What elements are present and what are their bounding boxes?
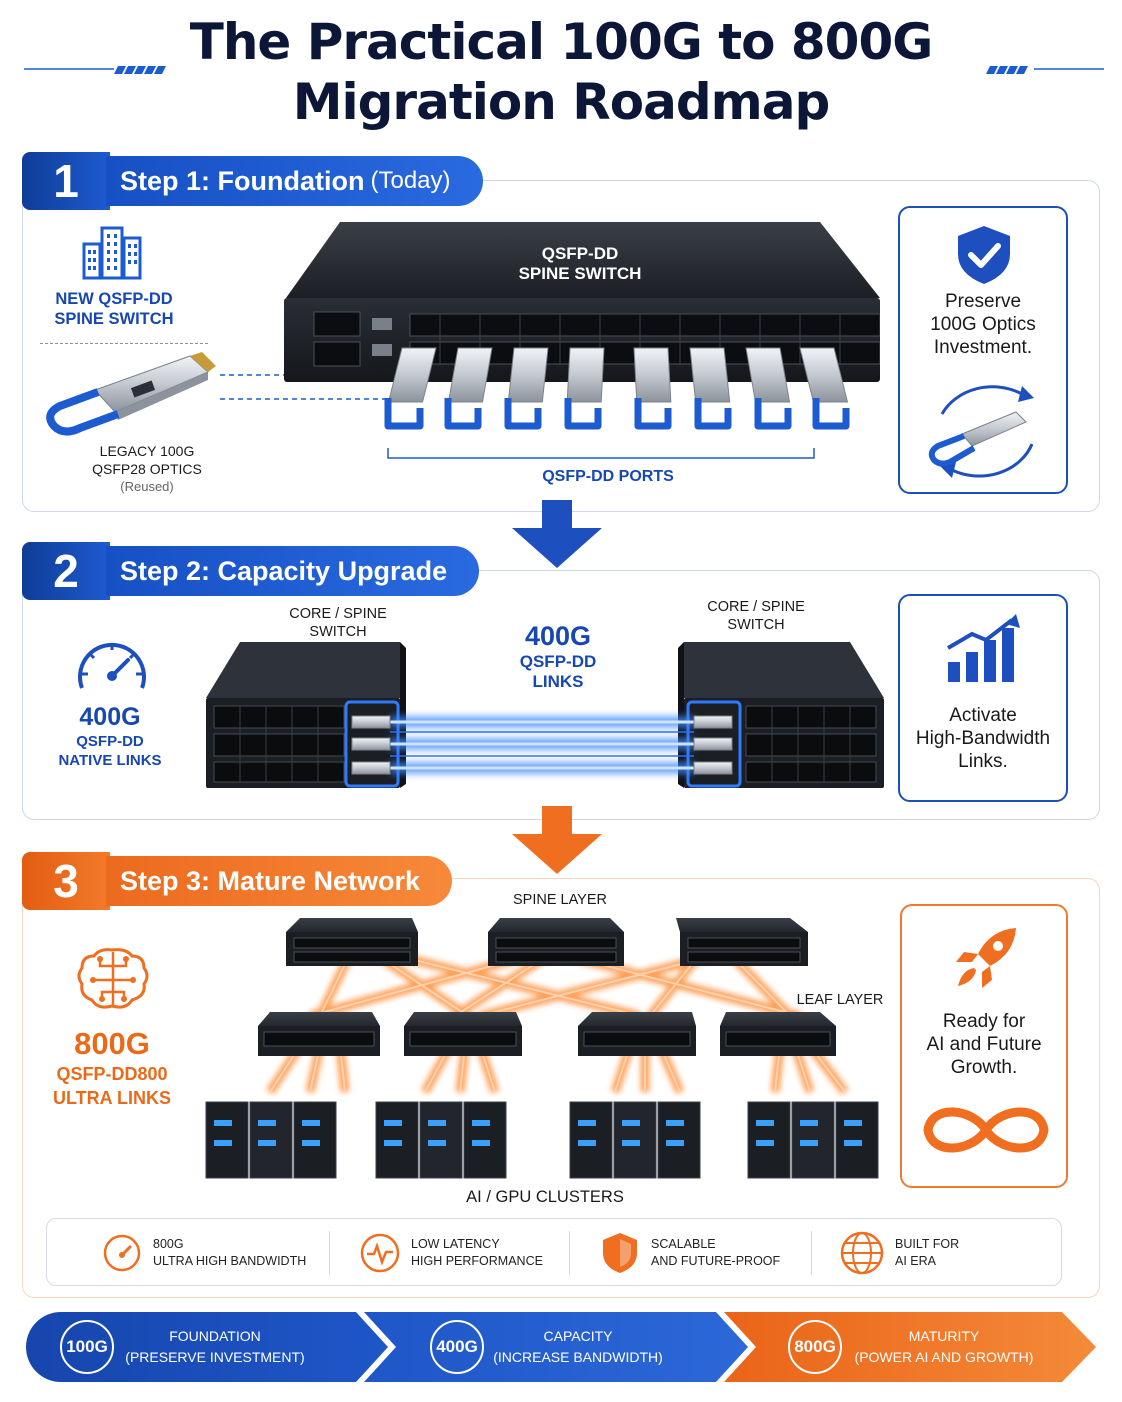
feature-item-bandwidth: 800G ULTRA HIGH BANDWIDTH xyxy=(101,1219,306,1287)
recycle-optic-icon xyxy=(928,385,1034,478)
title-line-1: The Practical 100G to 800G xyxy=(189,13,934,71)
roadmap-text-maturity: MATURITY (POWER AI AND GROWTH) xyxy=(854,1328,1034,1365)
speedometer-icon xyxy=(103,1234,141,1272)
roadmap-badge-100g: 100G xyxy=(60,1320,114,1374)
step2-label: Step 2: Capacity Upgrade xyxy=(106,546,480,596)
divider xyxy=(40,343,208,344)
rocket-icon xyxy=(956,928,1016,988)
arrow-down-orange-icon xyxy=(512,806,602,874)
feature-separator xyxy=(569,1231,570,1275)
shield-check-icon xyxy=(958,226,1010,284)
step1-label: Step 1: Foundation (Today) xyxy=(106,156,483,206)
arrow-down-blue-icon xyxy=(512,500,602,568)
step3-side-box: Ready for AI and Future Growth. xyxy=(900,904,1068,1188)
step2-left-label: 400G QSFP-DD NATIVE LINKS xyxy=(58,703,162,769)
spine-switch-device xyxy=(284,222,880,430)
step3-tab: 3 Step 3: Mature Network xyxy=(22,852,453,910)
feature-bar: 800G ULTRA HIGH BANDWIDTH LOW LATENCY HI… xyxy=(46,1218,1062,1286)
feature-item-latency: LOW LATENCY HIGH PERFORMANCE xyxy=(359,1219,543,1287)
buildings-icon xyxy=(82,226,142,280)
step2-side-text: Activate High-Bandwidth Links. xyxy=(915,705,1051,772)
legacy-optic-icon xyxy=(46,352,216,436)
roadmap-text-capacity: CAPACITY (INCREASE BANDWIDTH) xyxy=(493,1328,663,1365)
switch-b-label: CORE / SPINE SWITCH xyxy=(707,599,805,633)
legacy-optics-label: LEGACY 100G QSFP28 OPTICS (Reused) xyxy=(92,443,202,494)
globe-icon xyxy=(840,1231,884,1275)
title-line-2: Migration Roadmap xyxy=(292,73,831,131)
step3-number: 3 xyxy=(22,852,110,910)
roadmap-badge-400g: 400G xyxy=(430,1320,484,1374)
link-label: 400G QSFP-DD LINKS xyxy=(519,621,597,691)
ports-bracket xyxy=(387,448,815,459)
roadmap-text-foundation: FOUNDATION (PRESERVE INVESTMENT) xyxy=(125,1328,305,1365)
spine-leaf-topology xyxy=(205,918,879,1179)
bar-chart-up-icon xyxy=(946,614,1020,682)
step1-side-text: Preserve 100G Optics Investment. xyxy=(930,291,1036,358)
feature-separator xyxy=(811,1231,812,1275)
step3-left-label: 800G QSFP-DD800 ULTRA LINKS xyxy=(53,1026,171,1108)
spine-layer-label: SPINE LAYER xyxy=(512,892,608,908)
step1-side-box: Preserve 100G Optics Investment. xyxy=(898,206,1068,494)
step1-number: 1 xyxy=(22,152,110,210)
leaf-layer-label: LEAF LAYER xyxy=(796,992,884,1008)
feature-item-ai-era: BUILT FOR AI ERA xyxy=(839,1219,959,1287)
step3-label: Step 3: Mature Network xyxy=(106,856,453,906)
shield-icon xyxy=(603,1233,637,1273)
title-deco-right xyxy=(986,66,1104,74)
roadmap-badge-800g: 800G xyxy=(788,1320,842,1374)
step2-number: 2 xyxy=(22,542,110,600)
ports-label: QSFP-DD PORTS xyxy=(542,468,674,485)
pulse-icon xyxy=(360,1233,400,1273)
step1-tab: 1 Step 1: Foundation (Today) xyxy=(22,152,483,210)
title-deco-left xyxy=(24,66,166,74)
core-switches-device xyxy=(206,642,884,788)
infinity-icon xyxy=(923,1107,1049,1153)
clusters-label: AI / GPU CLUSTERS xyxy=(466,1188,624,1206)
step3-side-text: Ready for AI and Future Growth. xyxy=(926,1011,1042,1078)
new-switch-label: NEW QSFP-DD SPINE SWITCH xyxy=(54,290,174,328)
switch-a-label: CORE / SPINE SWITCH xyxy=(289,606,387,640)
step2-side-box: Activate High-Bandwidth Links. xyxy=(898,594,1068,802)
spine-switch-label: QSFP-DD SPINE SWITCH xyxy=(518,244,642,283)
step2-tab: 2 Step 2: Capacity Upgrade xyxy=(22,542,480,600)
feature-item-scalable: SCALABLE AND FUTURE-PROOF xyxy=(599,1219,780,1287)
page-title: The Practical 100G to 800G Migration Roa… xyxy=(0,12,1122,132)
brain-circuit-icon xyxy=(77,948,149,1009)
feature-separator xyxy=(329,1231,330,1275)
gauge-icon xyxy=(78,642,146,689)
